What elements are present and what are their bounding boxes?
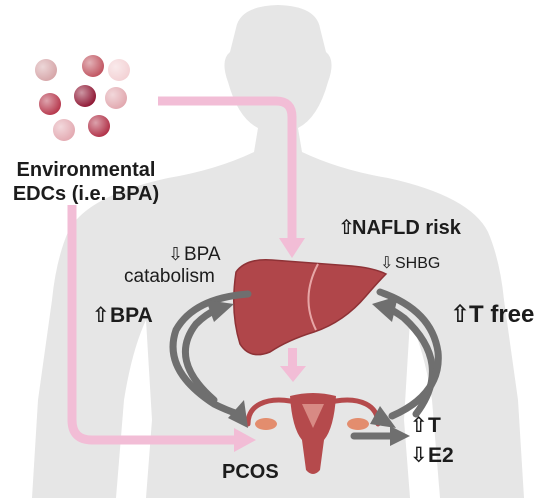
edc-molecule-highlight-6 [105,87,127,109]
nafld-arrow: ⇧ [338,217,355,239]
edc-to-pcos-arrowhead [234,428,256,452]
bpa-catabolism-line1: BPA [184,244,221,265]
source-label-line1: Environmental [17,159,156,181]
edc-molecule-highlight-2 [82,55,104,77]
bpa-increase-label: BPA [110,304,153,327]
liver-ligament [307,263,319,331]
edc-molecule-highlight-3 [108,59,130,81]
t-free-label: T free [469,301,534,328]
pink-arrows [67,96,306,452]
edc-to-pcos-arrow [67,205,236,445]
uterus-icon [290,393,336,474]
left-cycle-arrow-down [169,290,252,418]
right-cycle-arrow-down [376,288,442,420]
edc-to-liver-arrowhead [279,238,305,258]
gray-arrowheads [206,296,410,446]
t-label: T [428,414,441,437]
left-cycle-arrow-up [181,306,220,404]
shbg-arrow: ⇩ [380,255,393,272]
left-ovary-icon [255,418,277,430]
nafld-label: NAFLD risk [352,217,462,239]
bpa-increase-arrow: ⇧ [92,304,110,327]
liver-to-uterus-shaft [288,348,297,370]
bpa-catabolism-line2: catabolism [124,266,215,287]
edc-molecules [35,55,130,141]
e2-arrow: ⇩ [410,444,428,467]
left-down-arrowhead [228,400,248,428]
uterus-cavity [302,404,324,428]
edc-to-liver-arrow [158,96,297,240]
hormones-arrowhead [390,426,410,446]
e2-label: E2 [428,444,454,467]
right-up-arrowhead [372,296,398,322]
edc-molecule-highlight-1 [35,59,57,81]
left-fallopian-tube [245,397,306,427]
t-free-arrow: ⇧ [450,301,470,328]
bpa-catabolism-arrow: ⇩ [168,244,183,264]
edc-molecule-highlight-7 [53,119,75,141]
edc-molecule-highlight-5 [74,85,96,107]
uterus-organ [245,393,381,474]
edc-molecule-highlight-4 [39,93,61,115]
edc-molecule-highlight-8 [88,115,110,137]
liver-organ [233,259,388,356]
liver-to-uterus-arrowhead [280,366,306,382]
right-ovary-icon [347,418,369,430]
shbg-label: SHBG [395,255,440,272]
source-label-line2: EDCs (i.e. BPA) [13,183,159,205]
t-arrow: ⇧ [410,414,428,437]
right-down-arrowhead [370,406,396,428]
pcos-label: PCOS [222,461,279,483]
body-silhouette [32,5,524,498]
head-silhouette [224,5,332,138]
left-up-arrowhead [206,300,234,322]
